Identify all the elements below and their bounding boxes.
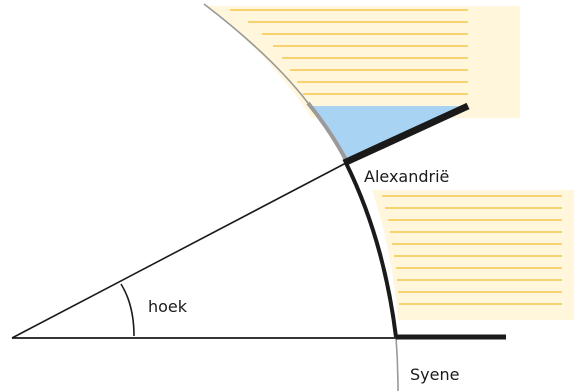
sun-rays-lower: [382, 195, 562, 305]
sun-rays-upper: [230, 9, 468, 95]
earth-surface-lower: [395, 336, 399, 391]
earth-arc-distance: [344, 162, 398, 338]
sunlight-band-lower: [372, 190, 574, 320]
sunlight-band-upper: [206, 6, 520, 118]
alexandria-label: Alexandrië: [364, 167, 449, 186]
earth-surface-shadow-segment: [306, 101, 348, 161]
radius-line-alexandria: [11, 162, 347, 339]
syene-label: Syene: [410, 365, 459, 384]
earth-surface-upper: [203, 3, 309, 104]
gnomon-alexandria: [342, 102, 470, 167]
shadow-triangle: [312, 106, 468, 160]
angle-arc: [120, 283, 135, 337]
angle-label: hoek: [148, 297, 188, 316]
